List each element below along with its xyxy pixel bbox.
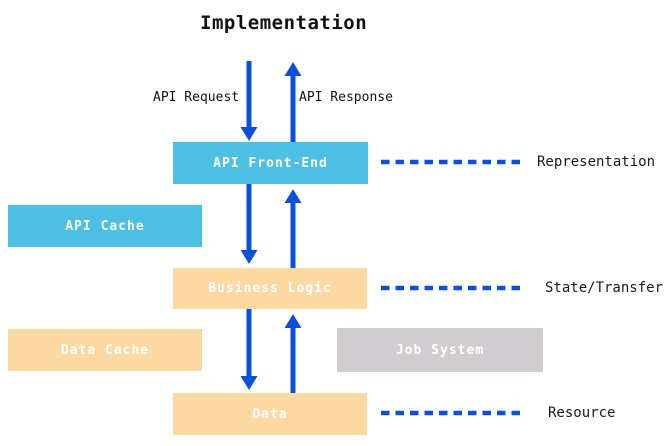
request-arrow-top <box>240 61 258 141</box>
api-request-label: API Request <box>153 90 240 105</box>
data-cache-label: Data Cache <box>60 342 150 358</box>
job-system-box: Job System <box>337 328 543 372</box>
job-system-label: Job System <box>395 342 485 358</box>
response-arrow-middle <box>284 189 302 268</box>
api-front-end-label: API Front-End <box>213 155 328 171</box>
request-arrow-bottom <box>240 309 258 390</box>
state-transfer-layer-label: State/Transfer <box>545 280 664 296</box>
api-response-label: API Response <box>299 90 393 105</box>
data-box: Data <box>173 393 367 435</box>
resource-layer-label: Resource <box>548 405 616 421</box>
api-cache-label: API Cache <box>65 218 145 234</box>
request-arrow-middle <box>240 184 258 264</box>
business-logic-box: Business Logic <box>173 268 367 309</box>
api-front-end-box: API Front-End <box>173 142 368 184</box>
representation-layer-label: Representation <box>537 154 656 170</box>
diagram-title: Implementation <box>200 12 368 34</box>
data-cache-box: Data Cache <box>8 329 202 371</box>
business-logic-label: Business Logic <box>208 281 332 296</box>
data-label: Data <box>252 406 288 422</box>
response-arrow-bottom <box>284 314 302 393</box>
api-cache-box: API Cache <box>8 205 202 247</box>
